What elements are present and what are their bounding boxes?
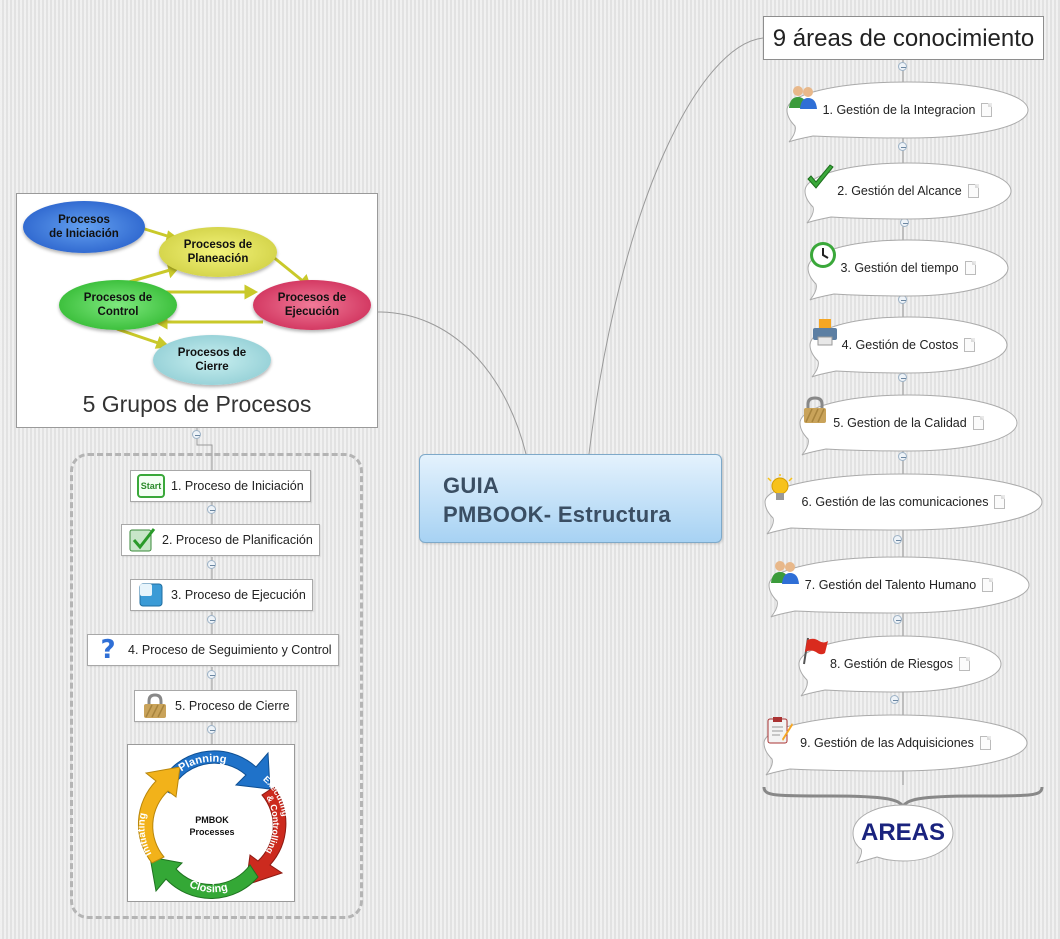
group-label: Procesos de — [277, 292, 347, 304]
group-label: Ejecución — [284, 306, 340, 318]
area-node-costos[interactable]: 4. Gestión de Costos — [809, 316, 1008, 378]
area-label: 8. Gestión de Riesgos — [830, 657, 953, 671]
process-item-cierre[interactable]: 5. Proceso de Cierre — [134, 690, 297, 722]
group-label: Cierre — [195, 361, 229, 373]
area-node-comunicaciones[interactable]: 6. Gestión de las comunicaciones — [764, 473, 1043, 535]
area-node-calidad[interactable]: 5. Gestion de la Calidad — [799, 394, 1018, 456]
process-group-closing: Procesos de Cierre — [153, 335, 271, 385]
collapse-toggle[interactable] — [898, 142, 907, 151]
process-label: 3. Proceso de Ejecución — [171, 588, 306, 602]
area-label: 3. Gestión del tiempo — [840, 261, 959, 275]
note-icon[interactable] — [994, 495, 1006, 509]
note-icon[interactable] — [981, 103, 993, 117]
pmbok-cycle-image[interactable]: Planning Executing & Controlling Closing… — [127, 744, 295, 902]
process-list-boundary — [70, 453, 363, 919]
areas-label-text: AREAS — [860, 819, 945, 846]
process-item-planificacion[interactable]: 2. Proceso de Planificación — [121, 524, 320, 556]
collapse-toggle[interactable] — [207, 615, 216, 624]
area-node-adquisiciones[interactable]: 9. Gestión de las Adquisiciones — [763, 714, 1028, 776]
padlock-icon — [804, 396, 826, 423]
note-icon[interactable] — [972, 416, 984, 430]
group-label: Procesos de — [183, 239, 253, 251]
group-label: Control — [97, 306, 139, 318]
collapse-toggle[interactable] — [890, 695, 899, 704]
group-label: Procesos de — [177, 347, 247, 359]
area-label: 1. Gestión de la Integracion — [822, 103, 976, 117]
central-topic[interactable]: GUIA PMBOOK- Estructura — [419, 454, 722, 543]
note-icon[interactable] — [964, 338, 976, 352]
areas-summary-label[interactable]: AREAS — [852, 804, 954, 864]
collapse-toggle[interactable] — [207, 670, 216, 679]
collapse-toggle[interactable] — [898, 452, 907, 461]
process-group-execution: Procesos de Ejecución — [253, 280, 371, 330]
area-node-riesgos[interactable]: 8. Gestión de Riesgos — [798, 635, 1002, 697]
clock-icon — [810, 242, 836, 268]
areas-header-node[interactable]: 9 áreas de conocimiento — [763, 16, 1044, 60]
process-label: 5. Proceso de Cierre — [175, 699, 290, 713]
printer-icon — [813, 319, 837, 346]
checkmark-icon — [807, 164, 834, 189]
area-node-alcance[interactable]: 2. Gestión del Alcance — [804, 162, 1012, 224]
process-groups-title: 5 Grupos de Procesos — [82, 391, 312, 417]
cycle-center-label: PMBOK — [195, 815, 229, 825]
process-label: 4. Proceso de Seguimiento y Control — [128, 643, 332, 657]
area-label: 6. Gestión de las comunicaciones — [801, 495, 989, 509]
process-item-iniciacion[interactable]: Start 1. Proceso de Iniciación — [130, 470, 311, 502]
people-icon — [789, 86, 817, 109]
process-item-ejecucion[interactable]: 3. Proceso de Ejecución — [130, 579, 313, 611]
central-topic-line2: PMBOOK- Estructura — [443, 502, 671, 527]
area-label: 4. Gestión de Costos — [841, 338, 959, 352]
question-mark-icon: ? — [100, 635, 116, 665]
checkbox-icon — [129, 528, 156, 552]
area-label: 7. Gestión del Talento Humano — [804, 578, 977, 592]
note-icon[interactable] — [967, 184, 979, 198]
note-icon[interactable] — [979, 736, 991, 750]
group-label: de Iniciación — [49, 228, 119, 240]
group-label: Procesos — [58, 214, 110, 226]
note-icon[interactable] — [964, 261, 976, 275]
pmbok-cycle-diagram: Planning Executing & Controlling Closing… — [136, 750, 291, 899]
clipboard-icon — [767, 717, 793, 744]
red-flag-icon — [803, 637, 828, 665]
collapse-toggle[interactable] — [192, 430, 201, 439]
area-node-tiempo[interactable]: 3. Gestión del tiempo — [807, 239, 1009, 301]
lightbulb-icon — [767, 474, 793, 500]
process-group-initiation: Procesos de Iniciación — [23, 201, 145, 253]
padlock-icon — [144, 693, 166, 718]
collapse-toggle[interactable] — [893, 535, 902, 544]
area-node-integracion[interactable]: 1. Gestión de la Integracion — [786, 81, 1029, 143]
note-icon[interactable] — [982, 578, 994, 592]
collapse-toggle[interactable] — [898, 373, 907, 382]
area-label: 5. Gestion de la Calidad — [833, 416, 967, 430]
central-topic-line1: GUIA — [443, 473, 500, 498]
process-groups-node[interactable]: Procesos de Iniciación Procesos de Planeac… — [16, 193, 378, 428]
process-group-planning: Procesos de Planeación — [159, 227, 277, 277]
note-icon[interactable] — [959, 657, 970, 671]
process-label: 2. Proceso de Planificación — [162, 533, 313, 547]
collapse-toggle[interactable] — [893, 615, 902, 624]
collapse-toggle[interactable] — [207, 505, 216, 514]
process-group-control: Procesos de Control — [59, 280, 177, 330]
start-icon: Start — [137, 474, 165, 498]
area-node-talento-humano[interactable]: 7. Gestión del Talento Humano — [768, 556, 1030, 618]
collapse-toggle[interactable] — [207, 560, 216, 569]
collapse-toggle[interactable] — [207, 725, 216, 734]
collapse-toggle[interactable] — [898, 62, 907, 71]
process-item-seguimiento-control[interactable]: ? 4. Proceso de Seguimiento y Control — [87, 634, 339, 666]
area-label: 2. Gestión del Alcance — [837, 184, 962, 198]
process-label: 1. Proceso de Iniciación — [171, 479, 304, 493]
cycle-center-label: Processes — [189, 827, 234, 837]
group-label: Planeación — [187, 253, 249, 265]
blue-square-icon — [139, 583, 163, 607]
group-label: Procesos de — [83, 292, 153, 304]
area-label: 9. Gestión de las Adquisiciones — [800, 736, 974, 750]
people-icon — [771, 561, 799, 584]
